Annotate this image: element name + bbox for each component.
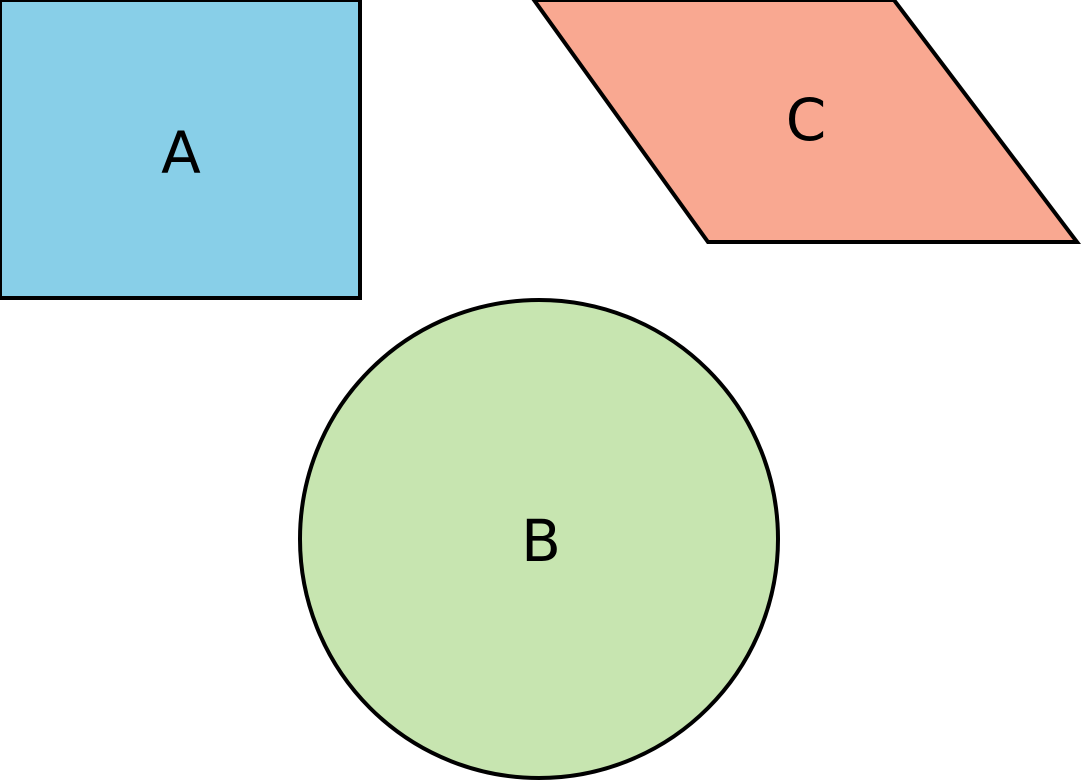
shape-label-c: C — [786, 86, 827, 154]
shape-circle-b[interactable] — [298, 298, 780, 780]
shape-label-a: A — [161, 119, 201, 187]
shape-label-b: B — [521, 507, 561, 575]
shape-rectangle-a[interactable] — [0, 0, 362, 300]
shape-parallelogram-c[interactable] — [531, 0, 1081, 244]
